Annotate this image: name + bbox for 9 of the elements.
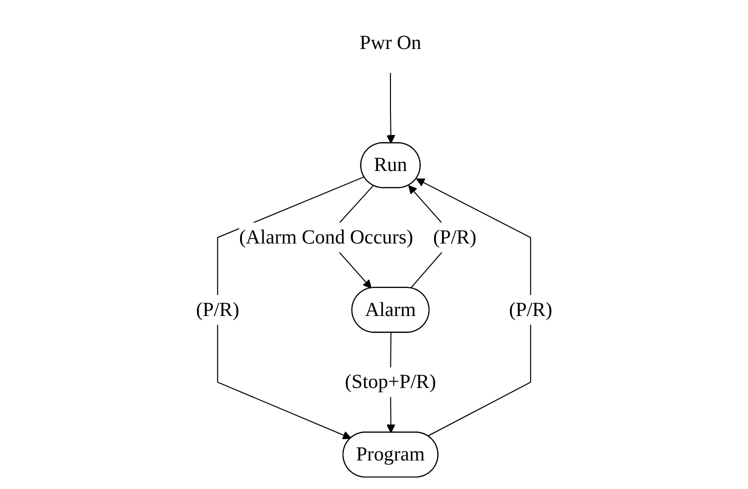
arrow — [386, 72, 396, 144]
edge-label: (P/R) — [196, 298, 240, 320]
edge-label: (Alarm Cond Occurs) — [239, 226, 414, 248]
edge-label: (P/R) — [433, 226, 476, 248]
node-text: Pwr On — [360, 31, 422, 54]
edge-label: (Stop+P/R) — [344, 370, 436, 393]
edge-label: (P/R) — [508, 298, 552, 320]
arrow — [217, 176, 365, 439]
arrow — [416, 178, 531, 436]
